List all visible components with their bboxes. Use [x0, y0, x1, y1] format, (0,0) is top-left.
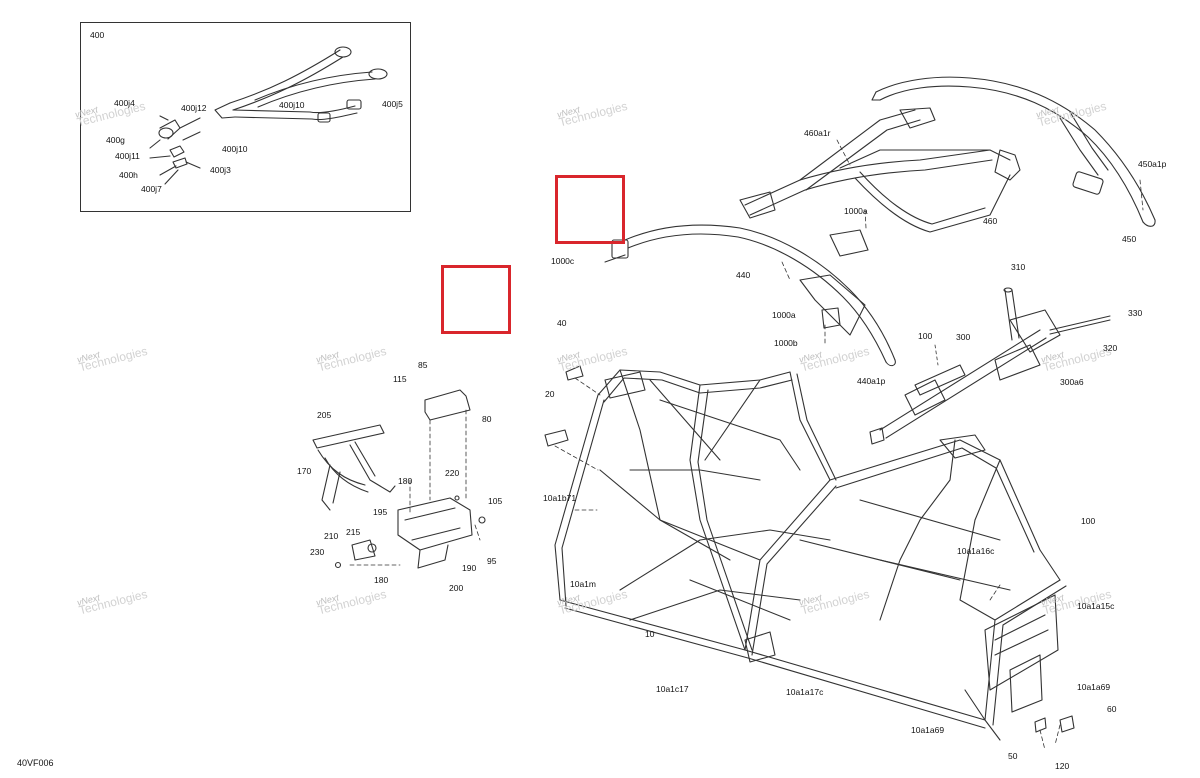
callout-label[interactable]: 1000a — [772, 310, 796, 320]
callout-label[interactable]: 120 — [1055, 761, 1070, 771]
callout-label[interactable]: 180 — [398, 476, 413, 486]
inset-title: 400 — [90, 30, 105, 40]
callout-label[interactable]: 105 — [488, 496, 503, 506]
callout-label[interactable]: 230 — [310, 547, 325, 557]
callout-label[interactable]: 170 — [297, 466, 312, 476]
callout-label[interactable]: 10a1a16c — [957, 546, 995, 556]
callout-label[interactable]: 400j11 — [115, 151, 140, 161]
callout-label[interactable]: 190 — [462, 563, 477, 573]
callout-label[interactable]: 50 — [1008, 751, 1018, 761]
diagram-code: 40VF006 — [17, 758, 54, 768]
callout-label[interactable]: 400j12 — [181, 103, 207, 113]
main-frame-drawing — [544, 365, 1075, 751]
callout-label[interactable]: 400j3 — [210, 165, 231, 175]
callout-label[interactable]: 115 — [393, 374, 407, 384]
callout-label[interactable]: 400j7 — [141, 184, 162, 194]
callout-label[interactable]: 400j10 — [222, 144, 248, 154]
callout-label[interactable]: 310 — [1011, 262, 1026, 272]
callout-label[interactable]: 215 — [346, 527, 361, 537]
callout-label[interactable]: 195 — [373, 507, 388, 517]
callout-label[interactable]: 10a1a69 — [1077, 682, 1111, 692]
callout-label[interactable]: 320 — [1103, 343, 1118, 353]
callout-label[interactable]: 1000a — [844, 206, 868, 216]
roll-cage-drawing — [604, 76, 1156, 367]
steering-column-drawing — [869, 287, 1111, 445]
callout-label[interactable]: 450a1p — [1138, 159, 1167, 169]
callout-label[interactable]: 205 — [317, 410, 332, 420]
callout-label[interactable]: 440a1p — [857, 376, 886, 386]
callout-label[interactable]: 95 — [487, 556, 497, 566]
callout-label[interactable]: 10a1m — [570, 579, 596, 589]
callout-label[interactable]: 450 — [1122, 234, 1137, 244]
callout-label[interactable]: 180 — [374, 575, 389, 585]
callout-label[interactable]: 200 — [449, 583, 464, 593]
callout-label[interactable]: 100 — [1081, 516, 1096, 526]
callout-label[interactable]: 85 — [418, 360, 428, 370]
callout-label[interactable]: 440 — [736, 270, 751, 280]
callout-label[interactable]: 330 — [1128, 308, 1143, 318]
callout-label[interactable]: 1000c — [551, 256, 575, 266]
callout-label[interactable]: 60 — [1107, 704, 1117, 714]
callout-label[interactable]: 10a1a15c — [1077, 601, 1115, 611]
callout-label[interactable]: 100 — [918, 331, 933, 341]
callout-label[interactable]: 10a1c17 — [656, 684, 689, 694]
callout-label[interactable]: 80 — [482, 414, 492, 424]
callout-label[interactable]: 400g — [106, 135, 125, 145]
callout-label[interactable]: 10a1b71 — [543, 493, 577, 503]
callout-label[interactable]: 20 — [545, 389, 555, 399]
callout-label[interactable]: 10a1a17c — [786, 687, 824, 697]
callout-label[interactable]: 300 — [956, 332, 971, 342]
inset-drawing — [149, 46, 388, 185]
callout-label[interactable]: 1000b — [774, 338, 798, 348]
callout-label[interactable]: 10 — [645, 629, 655, 639]
highlight-box-upper — [555, 175, 625, 244]
callout-label[interactable]: 400j4 — [114, 98, 135, 108]
callout-label[interactable]: 460a1r — [804, 128, 831, 138]
callout-label[interactable]: 40 — [557, 318, 567, 328]
inset-box — [80, 22, 411, 212]
callout-label[interactable]: 300a6 — [1060, 377, 1084, 387]
callout-label[interactable]: 460 — [983, 216, 998, 226]
callout-label[interactable]: 210 — [324, 531, 339, 541]
callout-label[interactable]: 400j5 — [382, 99, 403, 109]
highlight-box-lower — [441, 265, 511, 334]
callout-label[interactable]: 400j10 — [279, 100, 305, 110]
callout-label[interactable]: 220 — [445, 468, 460, 478]
seat-bracket-drawing — [312, 389, 486, 569]
callout-label[interactable]: 400h — [119, 170, 138, 180]
callout-label[interactable]: 10a1a69 — [911, 725, 945, 735]
